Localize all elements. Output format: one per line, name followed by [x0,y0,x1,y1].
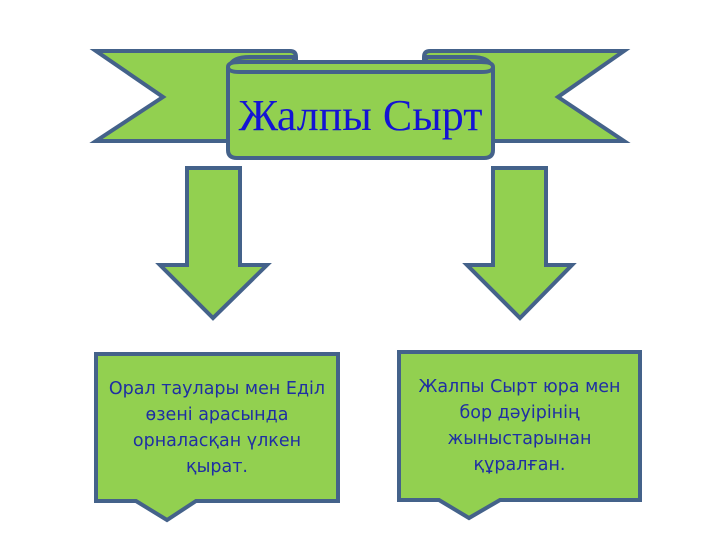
ribbon-center-scroll [226,60,495,160]
arrow-down-left [155,166,272,321]
arrow-down-right [462,166,577,321]
callout-left-text: Орал таулары мен Еділ өзені арасында орн… [108,379,326,477]
callout-left-shape [94,352,340,523]
callout-right-text: Жалпы Сырт юра мен бор дәуірінің жыныста… [418,377,621,475]
ribbon-center-top-curl [226,66,495,74]
diagram-title: Жалпы Сырт [238,90,483,140]
ribbon-right-tail [422,49,631,143]
ribbon-left-tail [89,49,298,143]
callout-right-shape [397,350,642,521]
